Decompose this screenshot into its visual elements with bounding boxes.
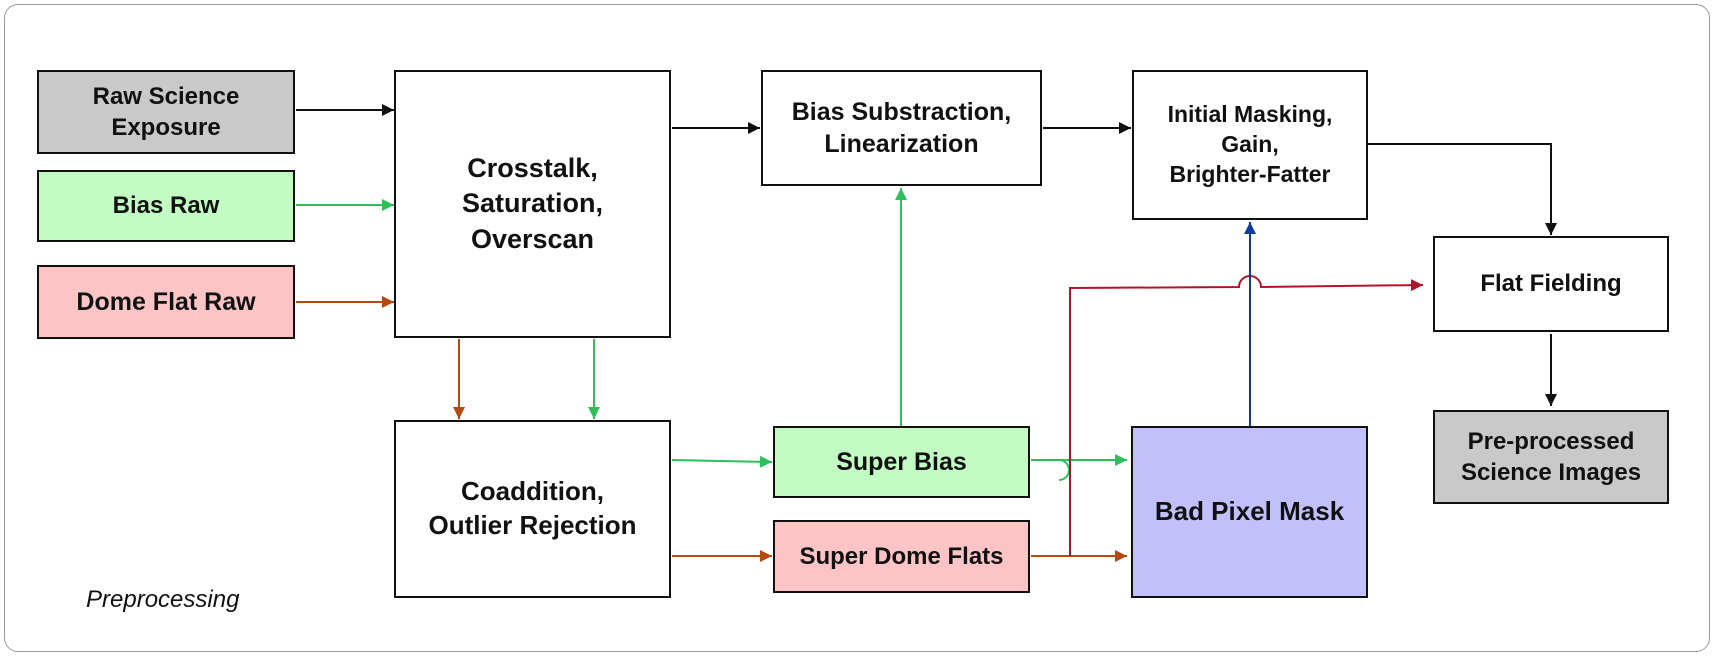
node-coaddition-outlier-rejection: Coaddition, Outlier Rejection bbox=[394, 420, 671, 598]
arrow-initial-masking-to-flat-fielding bbox=[1368, 143, 1557, 235]
arrow-super-bias-to-bad-pixel-mask bbox=[1031, 460, 1127, 481]
diagram-caption: Preprocessing bbox=[86, 586, 240, 613]
node-label: Initial Masking, Gain, Brighter-Fatter bbox=[1167, 101, 1333, 187]
node-label: Raw Science Exposure bbox=[92, 82, 240, 141]
node-bad-pixel-mask: Bad Pixel Mask bbox=[1131, 426, 1368, 598]
node-raw-science-exposure: Raw Science Exposure bbox=[37, 70, 295, 154]
node-label: Flat Fielding bbox=[1480, 270, 1622, 298]
node-super-bias: Super Bias bbox=[773, 426, 1030, 498]
node-label: Coaddition, Outlier Rejection bbox=[428, 476, 637, 540]
node-crosstalk-saturation-overscan: Crosstalk, Saturation, Overscan bbox=[394, 70, 671, 338]
node-label: Pre-processed Science Images bbox=[1460, 427, 1642, 486]
node-bias-raw: Bias Raw bbox=[37, 170, 295, 242]
node-label: Dome Flat Raw bbox=[76, 287, 256, 316]
arrow-super-dome-flats-to-flat-fielding bbox=[1069, 275, 1424, 556]
node-label: Bias Substraction, Linearization bbox=[791, 97, 1012, 159]
node-label: Bias Raw bbox=[112, 192, 220, 220]
node-dome-flat-raw: Dome Flat Raw bbox=[37, 265, 295, 339]
node-initial-masking-gain-brighter-fatter: Initial Masking, Gain, Brighter-Fatter bbox=[1132, 70, 1368, 220]
node-label: Super Dome Flats bbox=[799, 542, 1004, 570]
diagram-frame bbox=[4, 4, 1710, 652]
node-label: Crosstalk, Saturation, Overscan bbox=[461, 153, 603, 254]
node-super-dome-flats: Super Dome Flats bbox=[773, 520, 1030, 593]
node-label: Bad Pixel Mask bbox=[1154, 496, 1345, 527]
node-label: Super Bias bbox=[836, 447, 967, 476]
node-bias-subtraction-linearization: Bias Substraction, Linearization bbox=[761, 70, 1042, 186]
arrow-coaddition-to-super-bias bbox=[671, 455, 773, 468]
node-flat-fielding: Flat Fielding bbox=[1433, 236, 1669, 332]
node-preprocessed-science-images: Pre-processed Science Images bbox=[1433, 410, 1669, 504]
